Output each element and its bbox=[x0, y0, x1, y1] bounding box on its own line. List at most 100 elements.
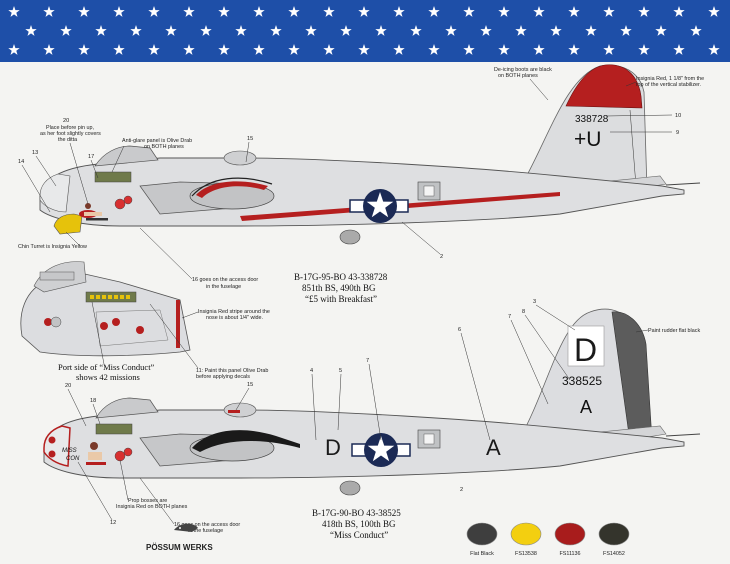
note-stripe-2: nose is about 1/4" wide. bbox=[206, 315, 263, 321]
banner-star-43 bbox=[78, 44, 90, 55]
plane1-caption: B-17G-95-BO 43-338728 851th BS, 490th BG… bbox=[294, 272, 388, 304]
plane1-annotations: De-icing boots are black on BOTH planes … bbox=[18, 67, 704, 290]
banner-star-1 bbox=[43, 6, 55, 17]
plane1-chin-turret bbox=[53, 213, 83, 235]
swatch-label-2: FS11136 bbox=[559, 551, 580, 557]
plane2-caption-line2: 418th BS, 100th BG bbox=[322, 519, 396, 529]
banner-star-7 bbox=[253, 6, 265, 17]
plane1-caption-line2: 851th BS, 490th BG bbox=[302, 283, 376, 293]
plane1-tail-red-cap bbox=[565, 64, 643, 109]
plane1-wing-red-stripe bbox=[196, 181, 268, 198]
note-chin: Chin Turret is Insignia Yellow bbox=[18, 244, 87, 250]
plane2-annotations: Paint rudder flat black 3 8 7 6 7 5 4 2 … bbox=[65, 299, 700, 534]
plane2-nose-art-line1: MISS bbox=[62, 448, 77, 454]
banner-star-15 bbox=[533, 6, 545, 17]
banner-star-11 bbox=[393, 6, 405, 17]
banner-star-37 bbox=[585, 25, 597, 36]
num-5: 5 bbox=[339, 368, 342, 374]
note-deicing-2: on BOTH planes bbox=[498, 73, 538, 79]
note-access-door-2: in the fuselage bbox=[206, 284, 241, 290]
banner-star-38 bbox=[620, 25, 632, 36]
plane2-star-insignia bbox=[351, 433, 411, 467]
num-18: 18 bbox=[90, 398, 96, 404]
swatch-0 bbox=[466, 522, 498, 546]
banner-star-49 bbox=[288, 44, 300, 55]
banner-star-14 bbox=[498, 6, 510, 17]
plane1-star-insignia bbox=[349, 189, 409, 223]
plane2-tail-box bbox=[567, 325, 605, 367]
plane2-fuselage-right: A bbox=[486, 435, 501, 460]
banner-star-42 bbox=[43, 44, 55, 55]
banner-star-54 bbox=[463, 44, 475, 55]
num-12: 12 bbox=[110, 520, 116, 526]
banner-star-47 bbox=[218, 44, 230, 55]
banner-star-18 bbox=[638, 6, 650, 17]
stars-banner bbox=[0, 0, 730, 62]
banner-star-55 bbox=[498, 44, 510, 55]
num-20-top: 20 bbox=[63, 118, 69, 124]
banner-star-9 bbox=[323, 6, 335, 17]
banner-star-45 bbox=[148, 44, 160, 55]
banner-star-2 bbox=[78, 6, 90, 17]
banner-star-28 bbox=[270, 25, 282, 36]
banner-star-21 bbox=[25, 25, 37, 36]
swatch-label-1: FS13538 bbox=[515, 551, 537, 557]
num-8: 8 bbox=[522, 309, 525, 315]
logo-text: PÖSSUM WERKS bbox=[146, 543, 213, 552]
plane1-serial: 338728 bbox=[575, 114, 609, 125]
banner-star-61 bbox=[708, 44, 720, 55]
num-17: 17 bbox=[88, 154, 94, 160]
stars-field bbox=[8, 6, 720, 55]
port-side-line1: Port side of “Miss Conduct” bbox=[58, 362, 155, 372]
banner-star-48 bbox=[253, 44, 265, 55]
banner-star-60 bbox=[673, 44, 685, 55]
banner-star-34 bbox=[480, 25, 492, 36]
note-place-before-1: Place before pin up, bbox=[46, 125, 94, 131]
plane2-serial: 338525 bbox=[562, 374, 602, 388]
banner-star-35 bbox=[515, 25, 527, 36]
banner-star-25 bbox=[165, 25, 177, 36]
plane1-caption-line3: “£5 with Breakfast” bbox=[305, 294, 377, 304]
swatch-label-3: FS14052 bbox=[603, 551, 625, 557]
note-antiglare-1: Anti-glare panel is Olive Drab bbox=[122, 138, 192, 144]
plane2-rudder bbox=[611, 311, 653, 443]
banner-star-32 bbox=[410, 25, 422, 36]
plane2-nose-art-line2: CON bbox=[66, 456, 80, 462]
num-3: 3 bbox=[533, 299, 536, 305]
banner-star-16 bbox=[568, 6, 580, 17]
banner-star-20 bbox=[708, 6, 720, 17]
plane2-caption-line3: “Miss Conduct” bbox=[330, 530, 388, 540]
num-13: 13 bbox=[32, 150, 38, 156]
banner-star-29 bbox=[305, 25, 317, 36]
banner-star-13 bbox=[463, 6, 475, 17]
banner-star-8 bbox=[288, 6, 300, 17]
banner-star-5 bbox=[183, 6, 195, 17]
banner-star-3 bbox=[113, 6, 125, 17]
banner-star-46 bbox=[183, 44, 195, 55]
banner-star-33 bbox=[445, 25, 457, 36]
banner-star-27 bbox=[235, 25, 247, 36]
banner-star-0 bbox=[8, 6, 20, 17]
port-side-inset: Insignia Red stripe around the nose is a… bbox=[20, 261, 270, 382]
note-access-door-bottom-2: in the fuselage bbox=[188, 528, 223, 534]
swatch-label-0: Flat Black bbox=[470, 551, 494, 557]
banner-star-53 bbox=[428, 44, 440, 55]
port-side-line2: shows 42 missions bbox=[76, 372, 140, 382]
swatch-2 bbox=[554, 522, 586, 546]
note-tail-red-1: Insignia Red, 1 1/8" from the bbox=[636, 76, 704, 82]
plane-2-profile: D 338525 A MISS CON D bbox=[43, 308, 701, 496]
note-deicing-1: De-icing boots are black bbox=[494, 67, 552, 73]
note-place-before-2: as her foot slightly covers bbox=[40, 131, 101, 137]
num-15-bottom: 15 bbox=[247, 382, 253, 388]
note-antiglare-2: on BOTH planes bbox=[144, 144, 184, 150]
num-2-bottom: 2 bbox=[460, 487, 463, 493]
banner-star-6 bbox=[218, 6, 230, 17]
note-tail-red-2: top of the vertical stabilizer. bbox=[636, 82, 701, 88]
inset-red-stripe bbox=[176, 300, 180, 348]
swatch-3 bbox=[598, 522, 630, 546]
color-swatches: Flat Black FS13538 FS11136 FS14052 bbox=[466, 522, 630, 557]
plane1-caption-line1: B-17G-95-BO 43-338728 bbox=[294, 272, 388, 282]
banner-star-31 bbox=[375, 25, 387, 36]
num-9: 9 bbox=[676, 130, 679, 136]
